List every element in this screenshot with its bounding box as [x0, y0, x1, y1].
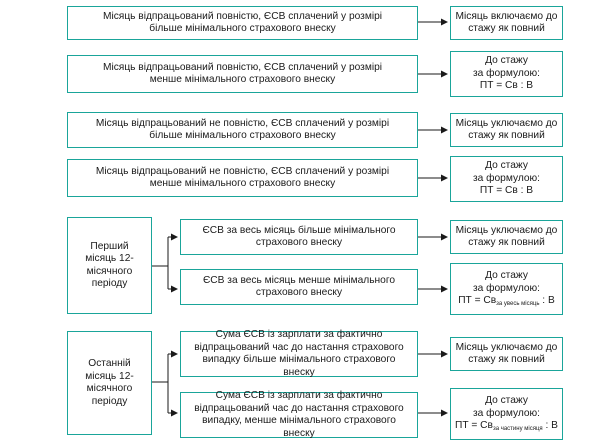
last-month-label: Останній місяць 12-місячного періоду: [67, 331, 152, 435]
result-box-4: До стажу за формулою: ПТ = Св : В: [450, 156, 563, 202]
result-box-1: Місяць включаємо до стажу як повний: [450, 6, 563, 40]
condition-box-3: Місяць відпрацьований не повністю, ЄСВ с…: [67, 112, 418, 148]
formula: ПТ = Свза частину місяця : В: [455, 420, 558, 433]
last-month-cond-more: Сума ЄСВ із зарплати за фактично відпрац…: [180, 329, 418, 378]
condition-box-1: Місяць відпрацьований повністю, ЄСВ спла…: [67, 6, 418, 40]
condition-box-2: Місяць відпрацьований повністю, ЄСВ спла…: [67, 55, 418, 93]
last-month-result-more: Місяць уключаємо до стажу як повний: [450, 337, 563, 371]
first-month-cond-less: ЄСВ за весь місяць менше мінімального ст…: [180, 269, 418, 305]
first-month-result-more: Місяць уключаємо до стажу як повний: [450, 220, 563, 254]
result-box-2: До стажу за формулою: ПТ = Св : В: [450, 51, 563, 97]
last-month-cond-less: Сума ЄСВ із зарплати за фактично відпрац…: [180, 390, 418, 439]
result-box-3: Місяць уключаємо до стажу як повний: [450, 113, 563, 147]
last-month-result-less: До стажу за формулою: ПТ = Свза частину …: [450, 388, 563, 440]
condition-box-4: Місяць відпрацьований не повністю, ЄСВ с…: [67, 159, 418, 197]
arrow-last-branch: [152, 354, 169, 413]
arrow-first-branch: [152, 237, 169, 289]
first-month-cond-more: ЄСВ за весь місяць більше мінімального с…: [180, 219, 418, 255]
first-month-result-less: До стажу за формулою: ПТ = Свза увесь мі…: [450, 263, 563, 315]
formula: ПТ = Свза увесь місяць : В: [458, 295, 555, 308]
first-month-label: Перший місяць 12-місячного періоду: [67, 217, 152, 314]
